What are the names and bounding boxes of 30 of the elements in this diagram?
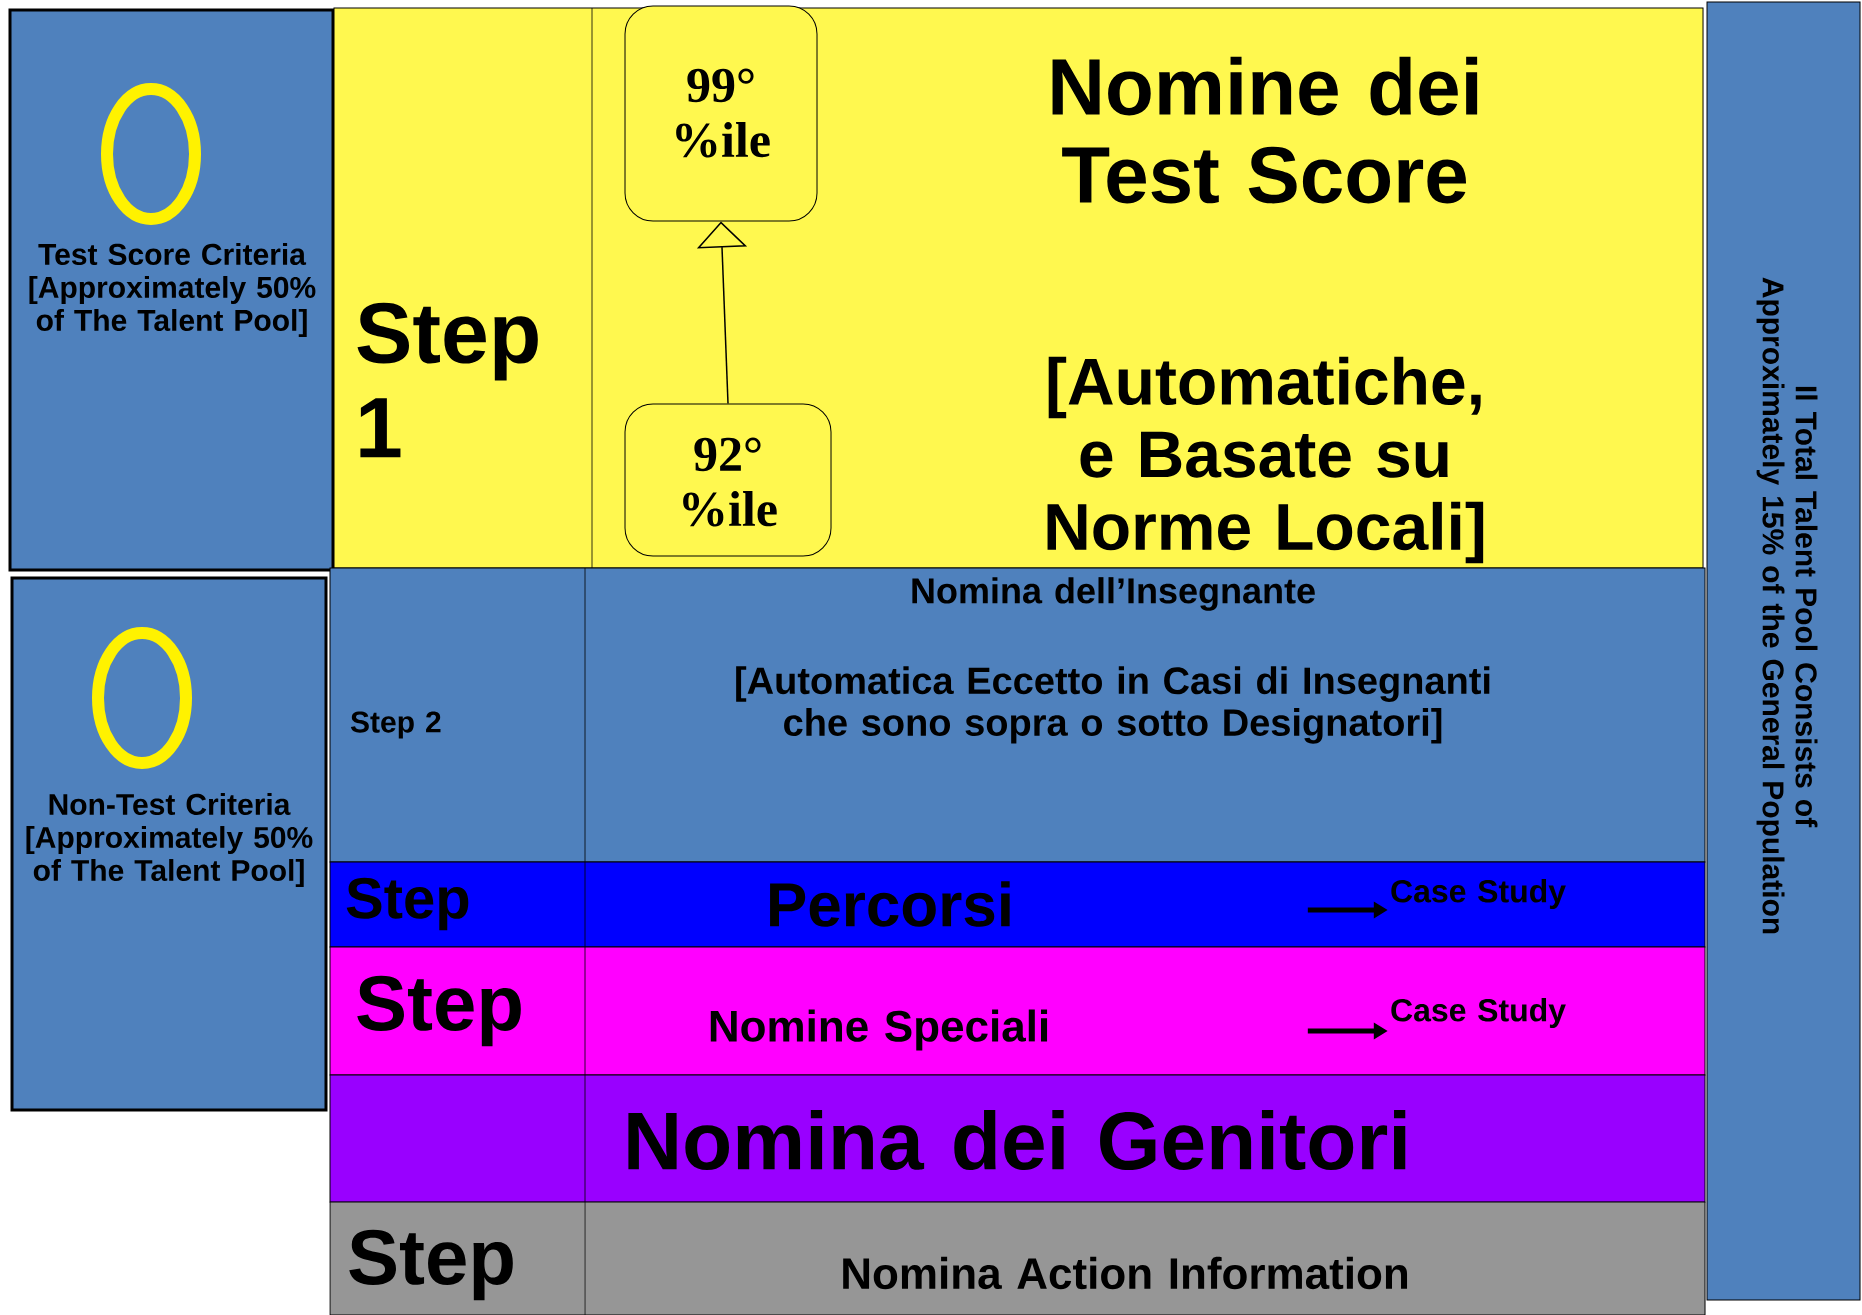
step-band — [333, 7, 1704, 569]
band-note: [Automatica Eccetto in Casi di Insegnanti che sono sopra o sotto Designatori] — [736, 666, 1490, 744]
side-column — [1706, 1, 1861, 1301]
band-heading: Nomina dell’Insegnante — [912, 577, 1315, 611]
step-label: Step 2 — [350, 711, 441, 739]
band-heading: Percorsi — [770, 881, 1010, 927]
step-label: Step — [349, 1229, 513, 1301]
criteria-text: Test Score Criteria [Approximately 50% of The Talent Pool] — [29, 243, 316, 337]
step-band — [329, 946, 1706, 1076]
step-band — [329, 861, 1706, 948]
case-study-text: Case Study — [1391, 879, 1566, 909]
percentile-box — [624, 5, 818, 222]
step-band — [329, 1201, 1706, 1315]
side-text: Il Total Talent Pool Consists of Approximately 15% of the General Population — [1756, 277, 1818, 934]
percentile-box — [624, 403, 832, 557]
criteria-text: Non-Test Criteria [Approximately 50% of The Talent Pool] — [26, 793, 313, 887]
step-label: Step — [346, 877, 469, 931]
percentile-label: 92° %ile — [683, 437, 777, 527]
criteria-box — [8, 8, 335, 572]
step-band — [329, 1074, 1706, 1203]
percentile-label: 99° %ile — [676, 68, 770, 158]
case-study-text: Case Study — [1391, 998, 1566, 1028]
band-note: [Automatiche, e Basate su Norme Locali] — [1047, 356, 1484, 564]
step-label: Step — [357, 975, 521, 1047]
band-heading: Nomina Action Information — [843, 1256, 1408, 1290]
band-heading: Nomine dei Test Score — [1052, 56, 1478, 204]
band-heading: Nomina dei Genitori — [628, 1109, 1406, 1171]
criteria-box — [10, 576, 328, 1112]
band-heading: Nomine Speciali — [710, 1009, 1048, 1051]
step-label: Step 1 — [357, 302, 538, 458]
